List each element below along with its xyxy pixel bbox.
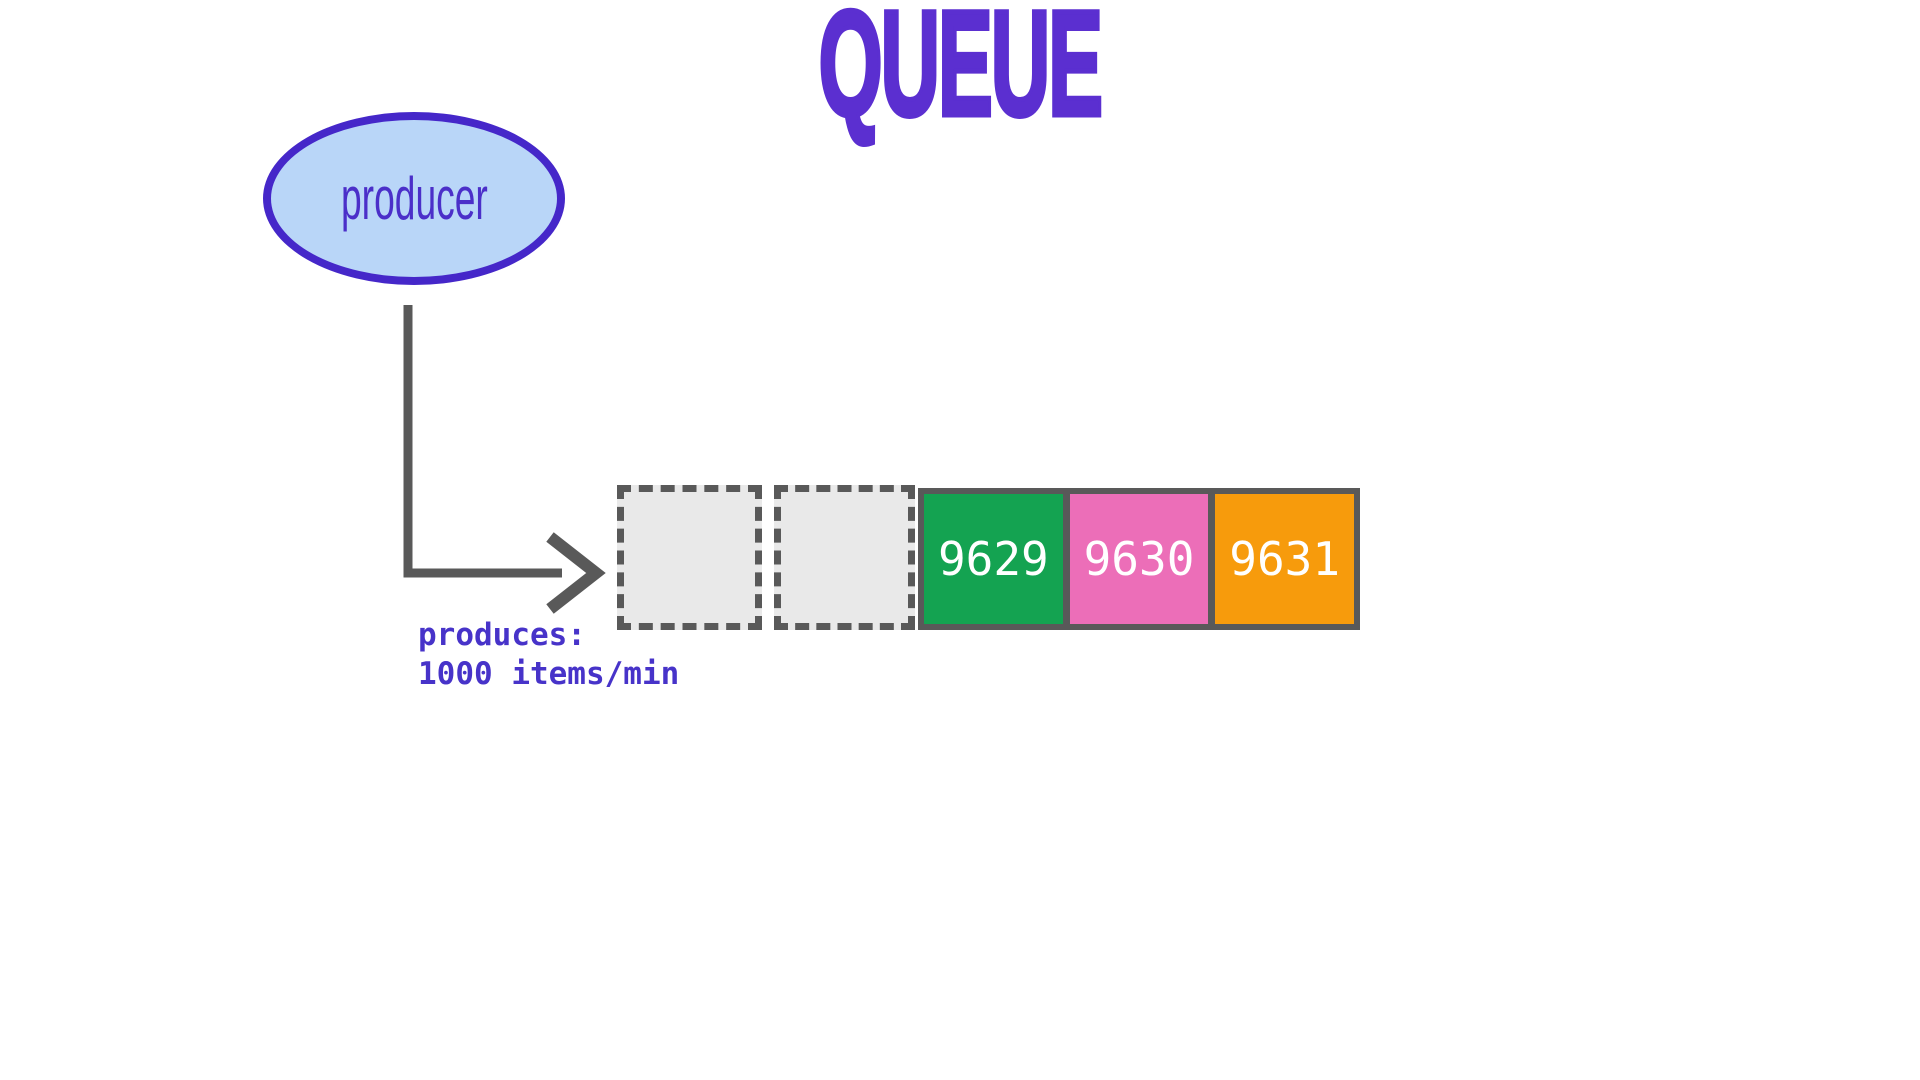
queue-item-1: 9629 bbox=[924, 494, 1063, 624]
arrow-line bbox=[403, 305, 562, 578]
queue-empty-slot-2 bbox=[774, 485, 915, 630]
produces-rate-label: produces: 1000 items/min bbox=[418, 616, 679, 694]
queue-item-2: 9630 bbox=[1069, 494, 1209, 624]
queue-empty-slot-1 bbox=[617, 485, 762, 630]
producer-label: producer bbox=[340, 165, 488, 232]
page-title: QUEUE bbox=[817, 0, 1104, 147]
queue-item-3: 9631 bbox=[1215, 494, 1355, 624]
page-title-row: QUEUE bbox=[0, 0, 1920, 147]
arrowhead-icon bbox=[546, 532, 606, 614]
produces-rate-line2: 1000 items/min bbox=[418, 656, 680, 692]
queue-items-group: 9629 9630 9631 bbox=[918, 488, 1360, 630]
producer-node: producer bbox=[263, 112, 565, 285]
producer-to-queue-arrow bbox=[403, 305, 606, 614]
produces-rate-line1: produces: bbox=[418, 617, 586, 653]
